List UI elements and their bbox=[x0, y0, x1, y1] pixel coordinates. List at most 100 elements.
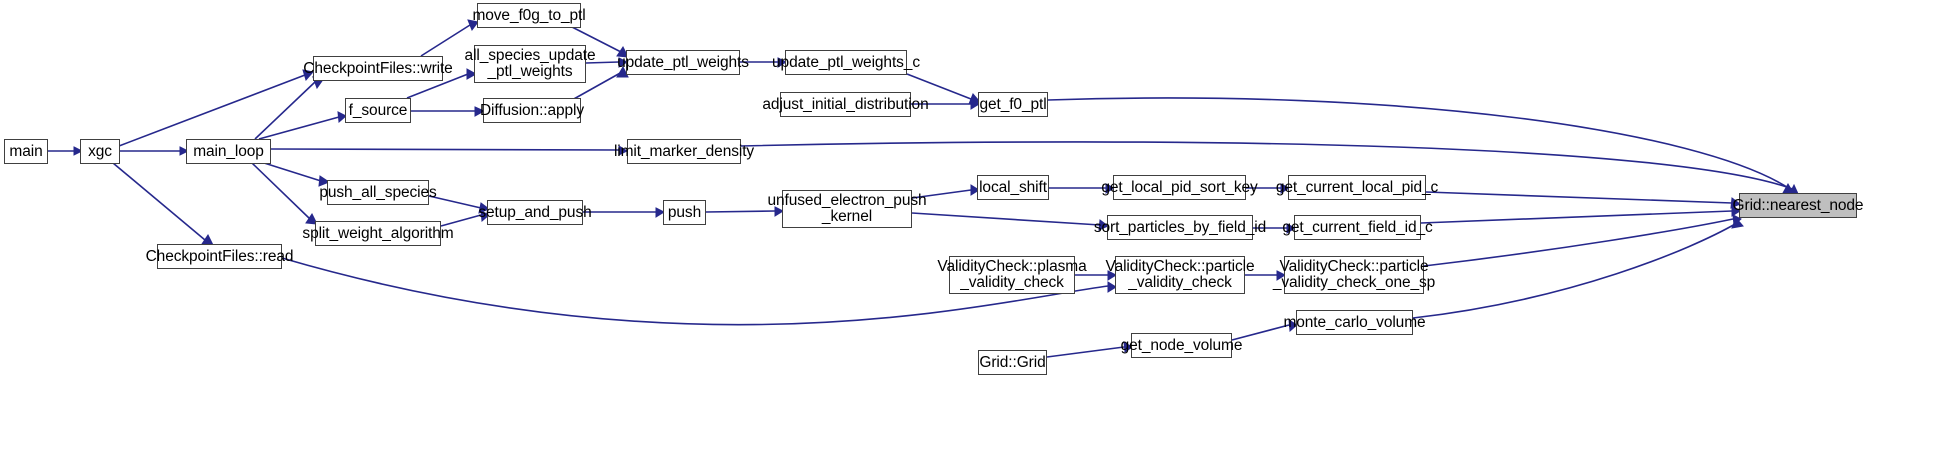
call-edge bbox=[260, 161, 322, 182]
node-label: split_weight_algorithm bbox=[302, 224, 454, 242]
node-label: main_loop bbox=[193, 142, 264, 160]
node-label: CheckpointFiles::write bbox=[303, 59, 453, 77]
node-label: Grid::nearest_node bbox=[1732, 196, 1864, 214]
node-label: Grid::Grid bbox=[979, 353, 1046, 371]
arrowhead-icon bbox=[616, 65, 629, 78]
node-grid_grid[interactable]: Grid::Grid bbox=[978, 350, 1047, 375]
arrowhead-icon bbox=[480, 210, 490, 223]
call-edge bbox=[1231, 324, 1290, 341]
arrowhead-icon bbox=[1098, 219, 1109, 231]
node-label: sort_particles_by_field_id bbox=[1093, 218, 1267, 236]
arrowhead-icon bbox=[1107, 270, 1118, 281]
arrowhead-icon bbox=[1276, 270, 1287, 281]
node-vc_particle[interactable]: ValidityCheck::particle _validity_check bbox=[1105, 256, 1255, 294]
node-label: push bbox=[667, 203, 702, 221]
arrowhead-icon bbox=[474, 106, 486, 117]
node-xgc[interactable]: xgc bbox=[80, 139, 120, 164]
arrowhead-icon bbox=[1730, 197, 1741, 209]
arrowhead-icon bbox=[337, 111, 347, 124]
node-label: CheckpointFiles::read bbox=[145, 247, 294, 265]
call-edge bbox=[428, 195, 482, 209]
call-edge bbox=[406, 73, 469, 99]
node-setup_and_push[interactable]: setup_and_push bbox=[478, 200, 592, 225]
arrowhead-icon bbox=[1280, 183, 1291, 194]
arrowhead-icon bbox=[1288, 319, 1298, 333]
node-update_ptl_weights[interactable]: update_ptl_weights bbox=[617, 50, 749, 75]
call-edge bbox=[118, 74, 306, 147]
call-edge bbox=[571, 26, 622, 53]
arrowhead-icon bbox=[466, 68, 478, 80]
node-get_node_volume[interactable]: get_node_volume bbox=[1121, 333, 1242, 358]
node-main[interactable]: main bbox=[4, 139, 48, 164]
arrowhead-icon bbox=[618, 57, 629, 68]
node-local_shift[interactable]: local_shift bbox=[977, 175, 1049, 200]
node-get_current_field[interactable]: get_current_field_id_c bbox=[1282, 215, 1433, 240]
node-label: setup_and_push bbox=[478, 203, 592, 221]
node-sort_particles[interactable]: sort_particles_by_field_id bbox=[1094, 215, 1266, 240]
node-nearest_node[interactable]: Grid::nearest_node bbox=[1733, 193, 1864, 218]
arrowhead-icon bbox=[1731, 217, 1744, 229]
node-main_loop[interactable]: main_loop bbox=[186, 139, 271, 164]
node-label: get_f0_ptl bbox=[979, 95, 1047, 113]
node-vc_plasma[interactable]: ValidityCheck::plasma _validity_check bbox=[937, 256, 1087, 294]
node-label: unfused_electron_push _kernel bbox=[767, 192, 927, 225]
node-label: adjust_initial_distribution bbox=[762, 95, 929, 113]
arrowhead-icon bbox=[1107, 281, 1117, 293]
arrowhead-icon bbox=[777, 57, 788, 68]
node-update_ptl_weights_c[interactable]: update_ptl_weights_c bbox=[772, 50, 920, 75]
call-edge bbox=[1047, 97, 1791, 190]
node-all_species_update[interactable]: all_species_update _ptl_weights bbox=[465, 45, 596, 83]
node-limit_marker_density[interactable]: limit_marker_density bbox=[614, 139, 754, 164]
node-cp_read[interactable]: CheckpointFiles::read bbox=[146, 244, 294, 269]
arrowhead-icon bbox=[1105, 183, 1116, 194]
node-label: ValidityCheck::particle _validity_check bbox=[1105, 258, 1255, 291]
call-edge bbox=[1046, 346, 1125, 358]
call-edge bbox=[112, 162, 206, 241]
node-push[interactable]: push bbox=[663, 200, 706, 225]
node-push_all_species[interactable]: push_all_species bbox=[319, 180, 437, 205]
node-get_local_pid[interactable]: get_local_pid_sort_key bbox=[1101, 175, 1258, 200]
node-label: limit_marker_density bbox=[613, 142, 755, 160]
call-edge bbox=[1420, 210, 1733, 224]
arrowhead-icon bbox=[1286, 223, 1297, 234]
node-label: update_ptl_weights_c bbox=[772, 53, 920, 71]
node-get_f0_ptl[interactable]: get_f0_ptl bbox=[978, 92, 1048, 117]
arrowhead-icon bbox=[305, 213, 318, 225]
node-label: update_ptl_weights bbox=[617, 53, 749, 71]
call-edge bbox=[1412, 222, 1738, 319]
call-edge bbox=[270, 148, 620, 151]
call-edge bbox=[1423, 218, 1734, 267]
node-adjust_initial[interactable]: adjust_initial_distribution bbox=[762, 92, 929, 117]
node-split_weight[interactable]: split_weight_algorithm bbox=[302, 221, 454, 246]
node-move_f0g[interactable]: move_f0g_to_ptl bbox=[472, 3, 586, 28]
node-get_current_local[interactable]: get_current_local_pid_c bbox=[1276, 175, 1438, 200]
node-label: ValidityCheck::particle _validity_check_… bbox=[1272, 258, 1436, 291]
call-edge bbox=[251, 162, 311, 220]
arrowhead-icon bbox=[467, 19, 479, 32]
node-vc_particle_one_sp[interactable]: ValidityCheck::particle _validity_check_… bbox=[1273, 256, 1435, 294]
node-label: f_source bbox=[348, 101, 408, 119]
node-label: get_current_field_id_c bbox=[1282, 218, 1433, 236]
node-f_source[interactable]: f_source bbox=[345, 98, 411, 123]
node-monte_carlo_volume[interactable]: monte_carlo_volume bbox=[1283, 310, 1426, 335]
call-edge bbox=[254, 81, 316, 140]
node-label: xgc bbox=[88, 142, 112, 160]
node-label: all_species_update _ptl_weights bbox=[464, 47, 596, 80]
arrowhead-icon bbox=[1731, 205, 1741, 217]
node-label: monte_carlo_volume bbox=[1283, 313, 1426, 331]
call-edge bbox=[911, 212, 1101, 226]
node-cp_write[interactable]: CheckpointFiles::write bbox=[303, 56, 453, 81]
node-unfused_push[interactable]: unfused_electron_push _kernel bbox=[767, 190, 927, 228]
call-edge bbox=[911, 189, 972, 199]
node-diffusion_apply[interactable]: Diffusion::apply bbox=[480, 98, 584, 123]
call-edge bbox=[281, 257, 1109, 326]
call-edge bbox=[440, 214, 482, 227]
arrowhead-icon bbox=[618, 145, 629, 156]
arrowhead-icon bbox=[318, 175, 331, 187]
arrowhead-icon bbox=[774, 206, 785, 217]
arrowhead-icon bbox=[478, 202, 491, 214]
call-edge bbox=[906, 73, 972, 100]
arrowhead-icon bbox=[970, 184, 980, 196]
